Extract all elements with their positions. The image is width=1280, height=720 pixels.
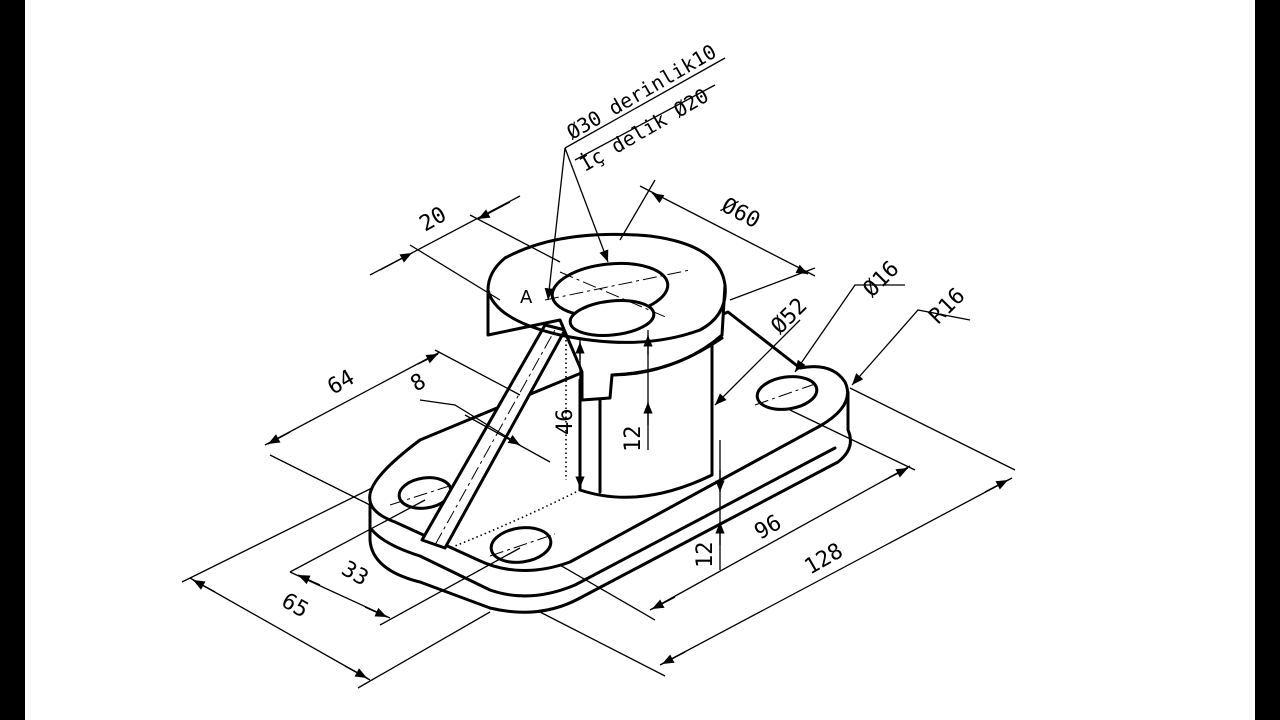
flange-centerlines [544,269,691,319]
dim-60-line [639,185,816,277]
dim-65-text: 65 [277,589,312,624]
rib-centerline [434,327,557,546]
dim-16-leader [794,284,905,373]
dim-12-base-text: 12 [693,542,718,569]
dim-12-top-text: 12 [621,426,646,453]
dim-52-text: Ø52 [767,293,813,339]
dim-8-leader [419,399,521,446]
through-hole [568,299,656,337]
dim-65-line [189,577,371,681]
isometric-part-drawing: Ø30 derinlik10 İç delik Ø20 A 20 Ø60 Ø52… [181,39,1016,689]
dim-52-leader [714,319,801,406]
dim-64-text: 64 [324,365,359,400]
dim-16-text: Ø16 [859,256,905,302]
dim-96-text: 96 [751,510,786,545]
drawing-sheet: Ø30 derinlik10 İç delik Ø20 A 20 Ø60 Ø52… [25,0,1255,720]
dim-64-line [264,351,441,446]
note-leader-top [564,57,726,149]
base-hole-right [755,375,819,411]
flange-bottom-rim [610,336,724,377]
dim-33-text: 33 [337,557,372,592]
dim-r16-leader [851,309,971,386]
base-front-edge [370,446,837,598]
dim-128-text: 128 [801,539,848,581]
flange-top-rim [486,283,727,344]
dimension-lines [181,57,1016,689]
dim-96-line [649,465,911,611]
dim-8-text: 8 [407,369,431,397]
surface-label-a: A [520,287,533,308]
hole-centerlines [389,382,819,557]
dim-r16-text: R16 [925,283,971,329]
dim-60-text: Ø60 [717,193,764,234]
dim-46-text: 46 [553,409,578,436]
dim-20-text: 20 [416,202,451,237]
base-bottom-edge [368,390,852,614]
dim-128-line [659,477,1013,666]
top-flange [486,232,727,402]
